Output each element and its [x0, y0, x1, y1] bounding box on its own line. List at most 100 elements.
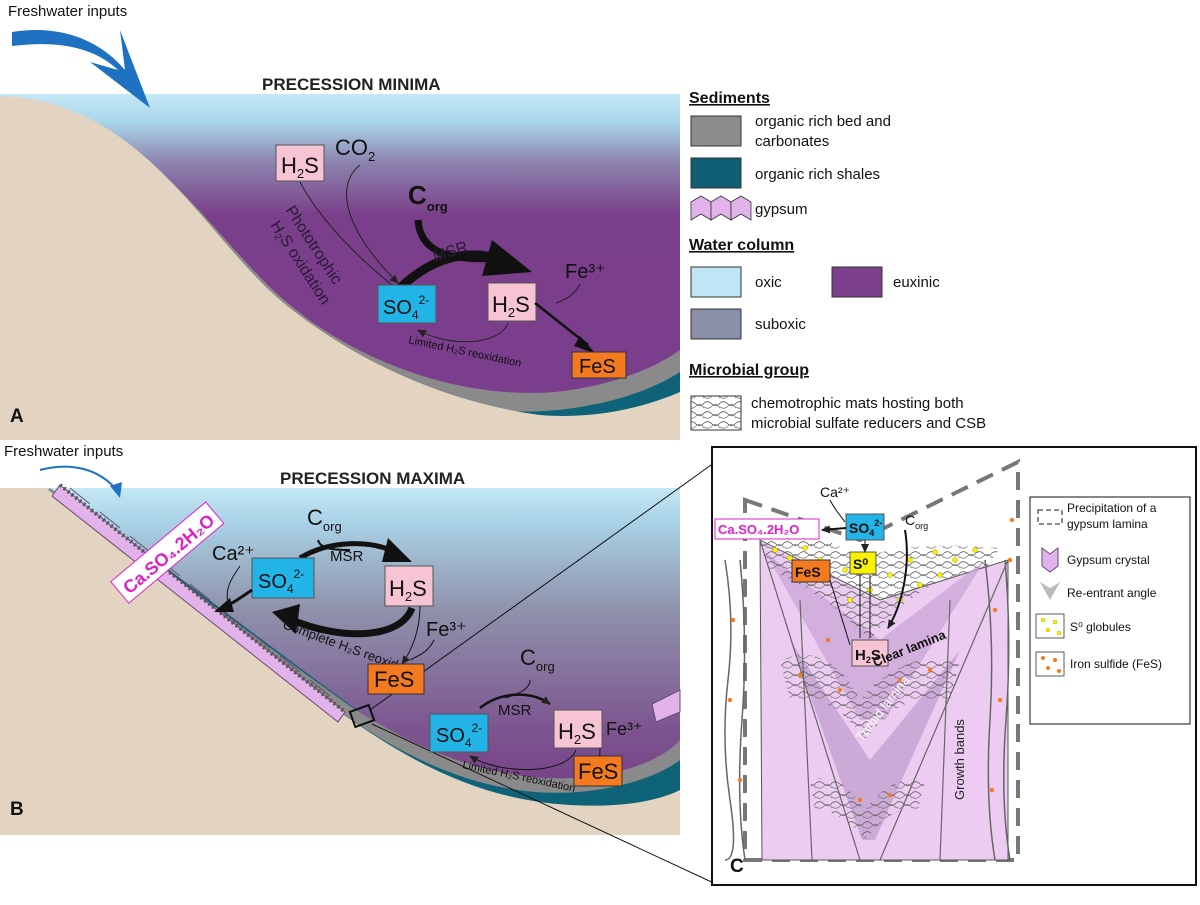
gypsum-crust	[51, 483, 681, 723]
legend-oxic: oxic	[755, 274, 782, 291]
freshwater-arrow-icon	[12, 29, 150, 108]
c-legend-s0-dots	[1040, 617, 1062, 636]
corg-b-label: Corg	[307, 505, 342, 534]
so4-box-b-label: SO42-	[258, 567, 304, 596]
complete-reox-arrow	[290, 606, 416, 638]
fe3-b2-label: Fe³⁺	[606, 719, 643, 739]
ca-b-label: Ca²⁺	[212, 543, 255, 565]
c-internal-arrows	[829, 540, 870, 646]
corg-label: Corg	[408, 180, 448, 214]
msr-b-label: MSR	[330, 548, 364, 565]
legend-gypsum: gypsum	[755, 201, 808, 218]
h2s-fes-b-arrow	[401, 605, 421, 665]
c-gypsum-label-box	[714, 518, 820, 540]
c-legend-fes: Iron sulfide (FeS)	[1070, 657, 1162, 671]
ca-so4-arrow	[226, 565, 241, 603]
panel-c: Ca²⁺ Corg SO42- Ca.SO₄.2H₂O S⁰ FeS H2S C…	[711, 446, 1197, 886]
swatch-organic-bed	[690, 115, 742, 147]
growth-band-left	[724, 559, 746, 861]
panel-b-sediment	[0, 488, 680, 835]
h2s-box-b2-label: H2S	[558, 719, 596, 747]
panel-b-letter: B	[10, 799, 24, 820]
h2s-box-top	[275, 144, 325, 182]
fes-box-a-label: FeS	[579, 356, 616, 378]
legend-organic-bed-1: organic rich bed and	[755, 113, 891, 130]
s0-globules	[772, 545, 978, 603]
c-legend-reentrant-icon	[1040, 582, 1060, 600]
c-growth-bands: Growth bands	[952, 719, 967, 800]
corg-b2-label: Corg	[520, 645, 555, 674]
so4-box-a-label: SO42-	[383, 293, 429, 322]
c-h2s-box	[851, 639, 889, 667]
h2s-box-b-label: H2S	[389, 576, 427, 604]
co2-label: CO2	[335, 135, 375, 164]
fe3-b-arrow	[409, 639, 435, 661]
c-ca-label: Ca²⁺	[820, 484, 850, 500]
swatch-euxinic	[831, 266, 883, 298]
c-legend-crystal-icon	[1041, 547, 1059, 573]
swatch-suboxic	[690, 308, 742, 340]
panel-c-letter: C	[730, 856, 744, 877]
zoom-line-1	[369, 459, 719, 711]
c-legend-fes-dots	[1041, 656, 1061, 673]
fe3-arrow	[555, 283, 581, 304]
panel-b-title: PRECESSION MAXIMA	[280, 469, 465, 488]
msr-arrow-head	[482, 240, 532, 276]
corg-b2-curve	[504, 679, 531, 699]
c-corg-label: Corg	[905, 512, 928, 531]
fes-box-a	[571, 351, 627, 379]
c-legend-s0: S⁰ globules	[1070, 620, 1131, 634]
legend-water-heading: Water column	[689, 237, 794, 254]
limited-reox-b-arrow	[469, 749, 577, 770]
legend: Sediments organic rich bed and carbonate…	[689, 90, 986, 432]
swatch-shales	[690, 157, 742, 189]
msr-b2-label: MSR	[498, 702, 532, 719]
c-ca-arrow	[829, 499, 846, 523]
swatch-oxic	[690, 266, 742, 298]
so4-box-b2	[429, 713, 489, 753]
panel-b-freshwater-label: Freshwater inputs	[4, 443, 123, 460]
fes-box-b2	[573, 755, 623, 787]
msr-b2-arrow	[479, 693, 551, 709]
so4-box-b2-label: SO42-	[436, 721, 482, 750]
panel-a: Freshwater inputs PRECESSION MINIMA H2S …	[0, 3, 680, 440]
c-corg-arrow	[887, 529, 908, 629]
c-legend-precip-1: Precipitation of a	[1067, 501, 1157, 515]
fe3-label: Fe³⁺	[565, 261, 606, 283]
legend-mats-2: microbial sulfate reducers and CSB	[751, 415, 986, 432]
reox-arrow	[417, 322, 509, 343]
panel-a-title: PRECESSION MINIMA	[262, 75, 441, 94]
h2s-box-b	[384, 565, 434, 607]
h2s-top-arrow	[299, 181, 397, 289]
h2s-box-b2	[553, 709, 603, 749]
so4-gypsum-arrow-head	[214, 598, 234, 612]
panel-a-letter: A	[10, 406, 24, 427]
zoom-box	[348, 703, 376, 729]
c-legend-frame	[1029, 496, 1191, 725]
c-legend-crystal: Gypsum crystal	[1067, 553, 1150, 567]
growth-band-right	[984, 559, 1011, 861]
c-so4-gypsum-arrow	[821, 525, 847, 534]
legend-sediments-heading: Sediments	[689, 90, 770, 107]
fes-dots	[727, 517, 1015, 803]
panel-a-freshwater-label: Freshwater inputs	[8, 3, 127, 20]
h2s-fes-arrow-head	[574, 336, 596, 354]
panel-a-sediment	[0, 96, 680, 440]
panel-b: Freshwater inputs PRECESSION MAXIMA Corg…	[0, 443, 719, 886]
legend-organic-bed-2: carbonates	[755, 133, 829, 150]
turbid-mat-1	[780, 655, 960, 740]
so4-box-b	[251, 557, 315, 599]
c-legend-precip-2: gypsum lamina	[1067, 517, 1148, 531]
lamina-outline	[743, 458, 1020, 862]
swatch-mats	[690, 395, 742, 431]
c-so4-box	[845, 513, 885, 541]
c-gypsum-label: Ca.SO₄.2H₂O	[718, 522, 799, 537]
c-fes-box	[791, 559, 831, 583]
c-fes-label: FeS	[795, 564, 821, 580]
h2s-box-a-label: H2S	[492, 292, 530, 320]
legend-mats-1: chemotrophic mats hosting both	[751, 395, 964, 412]
c-legend-reentrant: Re-entrant angle	[1067, 586, 1157, 600]
fes-box-b2-label: FeS	[578, 759, 618, 784]
co2-arrow	[346, 164, 399, 284]
